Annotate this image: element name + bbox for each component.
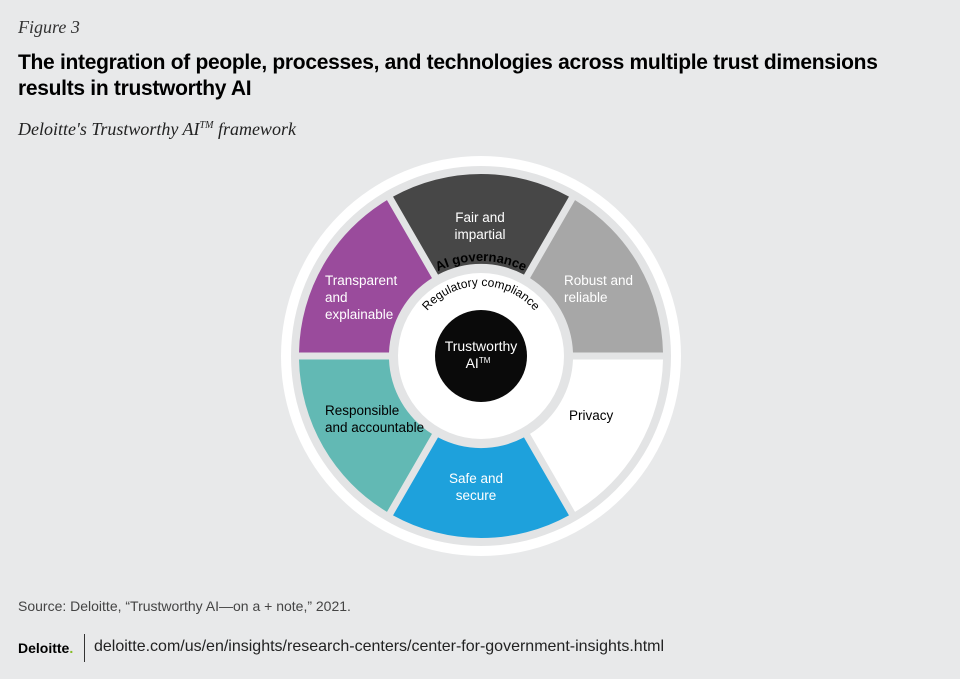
center-line1: Trustworthy <box>445 338 518 354</box>
trademark: TM <box>199 120 214 131</box>
center-circle <box>435 310 527 402</box>
footer-url[interactable]: deloitte.com/us/en/insights/research-cen… <box>94 638 665 655</box>
footer-divider <box>84 634 85 662</box>
segment-label: Privacy <box>569 408 614 423</box>
source-note: Source: Deloitte, “Trustworthy AI—on a +… <box>18 598 351 614</box>
segment-fair-and-impartial <box>393 173 569 275</box>
segment-robust-and-reliable <box>530 200 663 353</box>
figure-label: Figure 3 <box>18 17 80 37</box>
center-line2: AITM <box>466 355 491 371</box>
segment-safe-and-secure <box>393 437 569 539</box>
subtitle-end: framework <box>213 119 296 139</box>
deloitte-logo: Deloitte. <box>18 640 74 656</box>
page-title: The integration of people, processes, an… <box>18 51 878 100</box>
subtitle: Deloitte's Trustworthy AITM framework <box>18 119 296 140</box>
segment-privacy <box>530 359 663 512</box>
segment-transparent-and-explainable <box>299 200 432 353</box>
subtitle-text: Deloitte's Trustworthy AI <box>18 119 200 139</box>
segment-responsible-and-accountable <box>299 359 432 512</box>
